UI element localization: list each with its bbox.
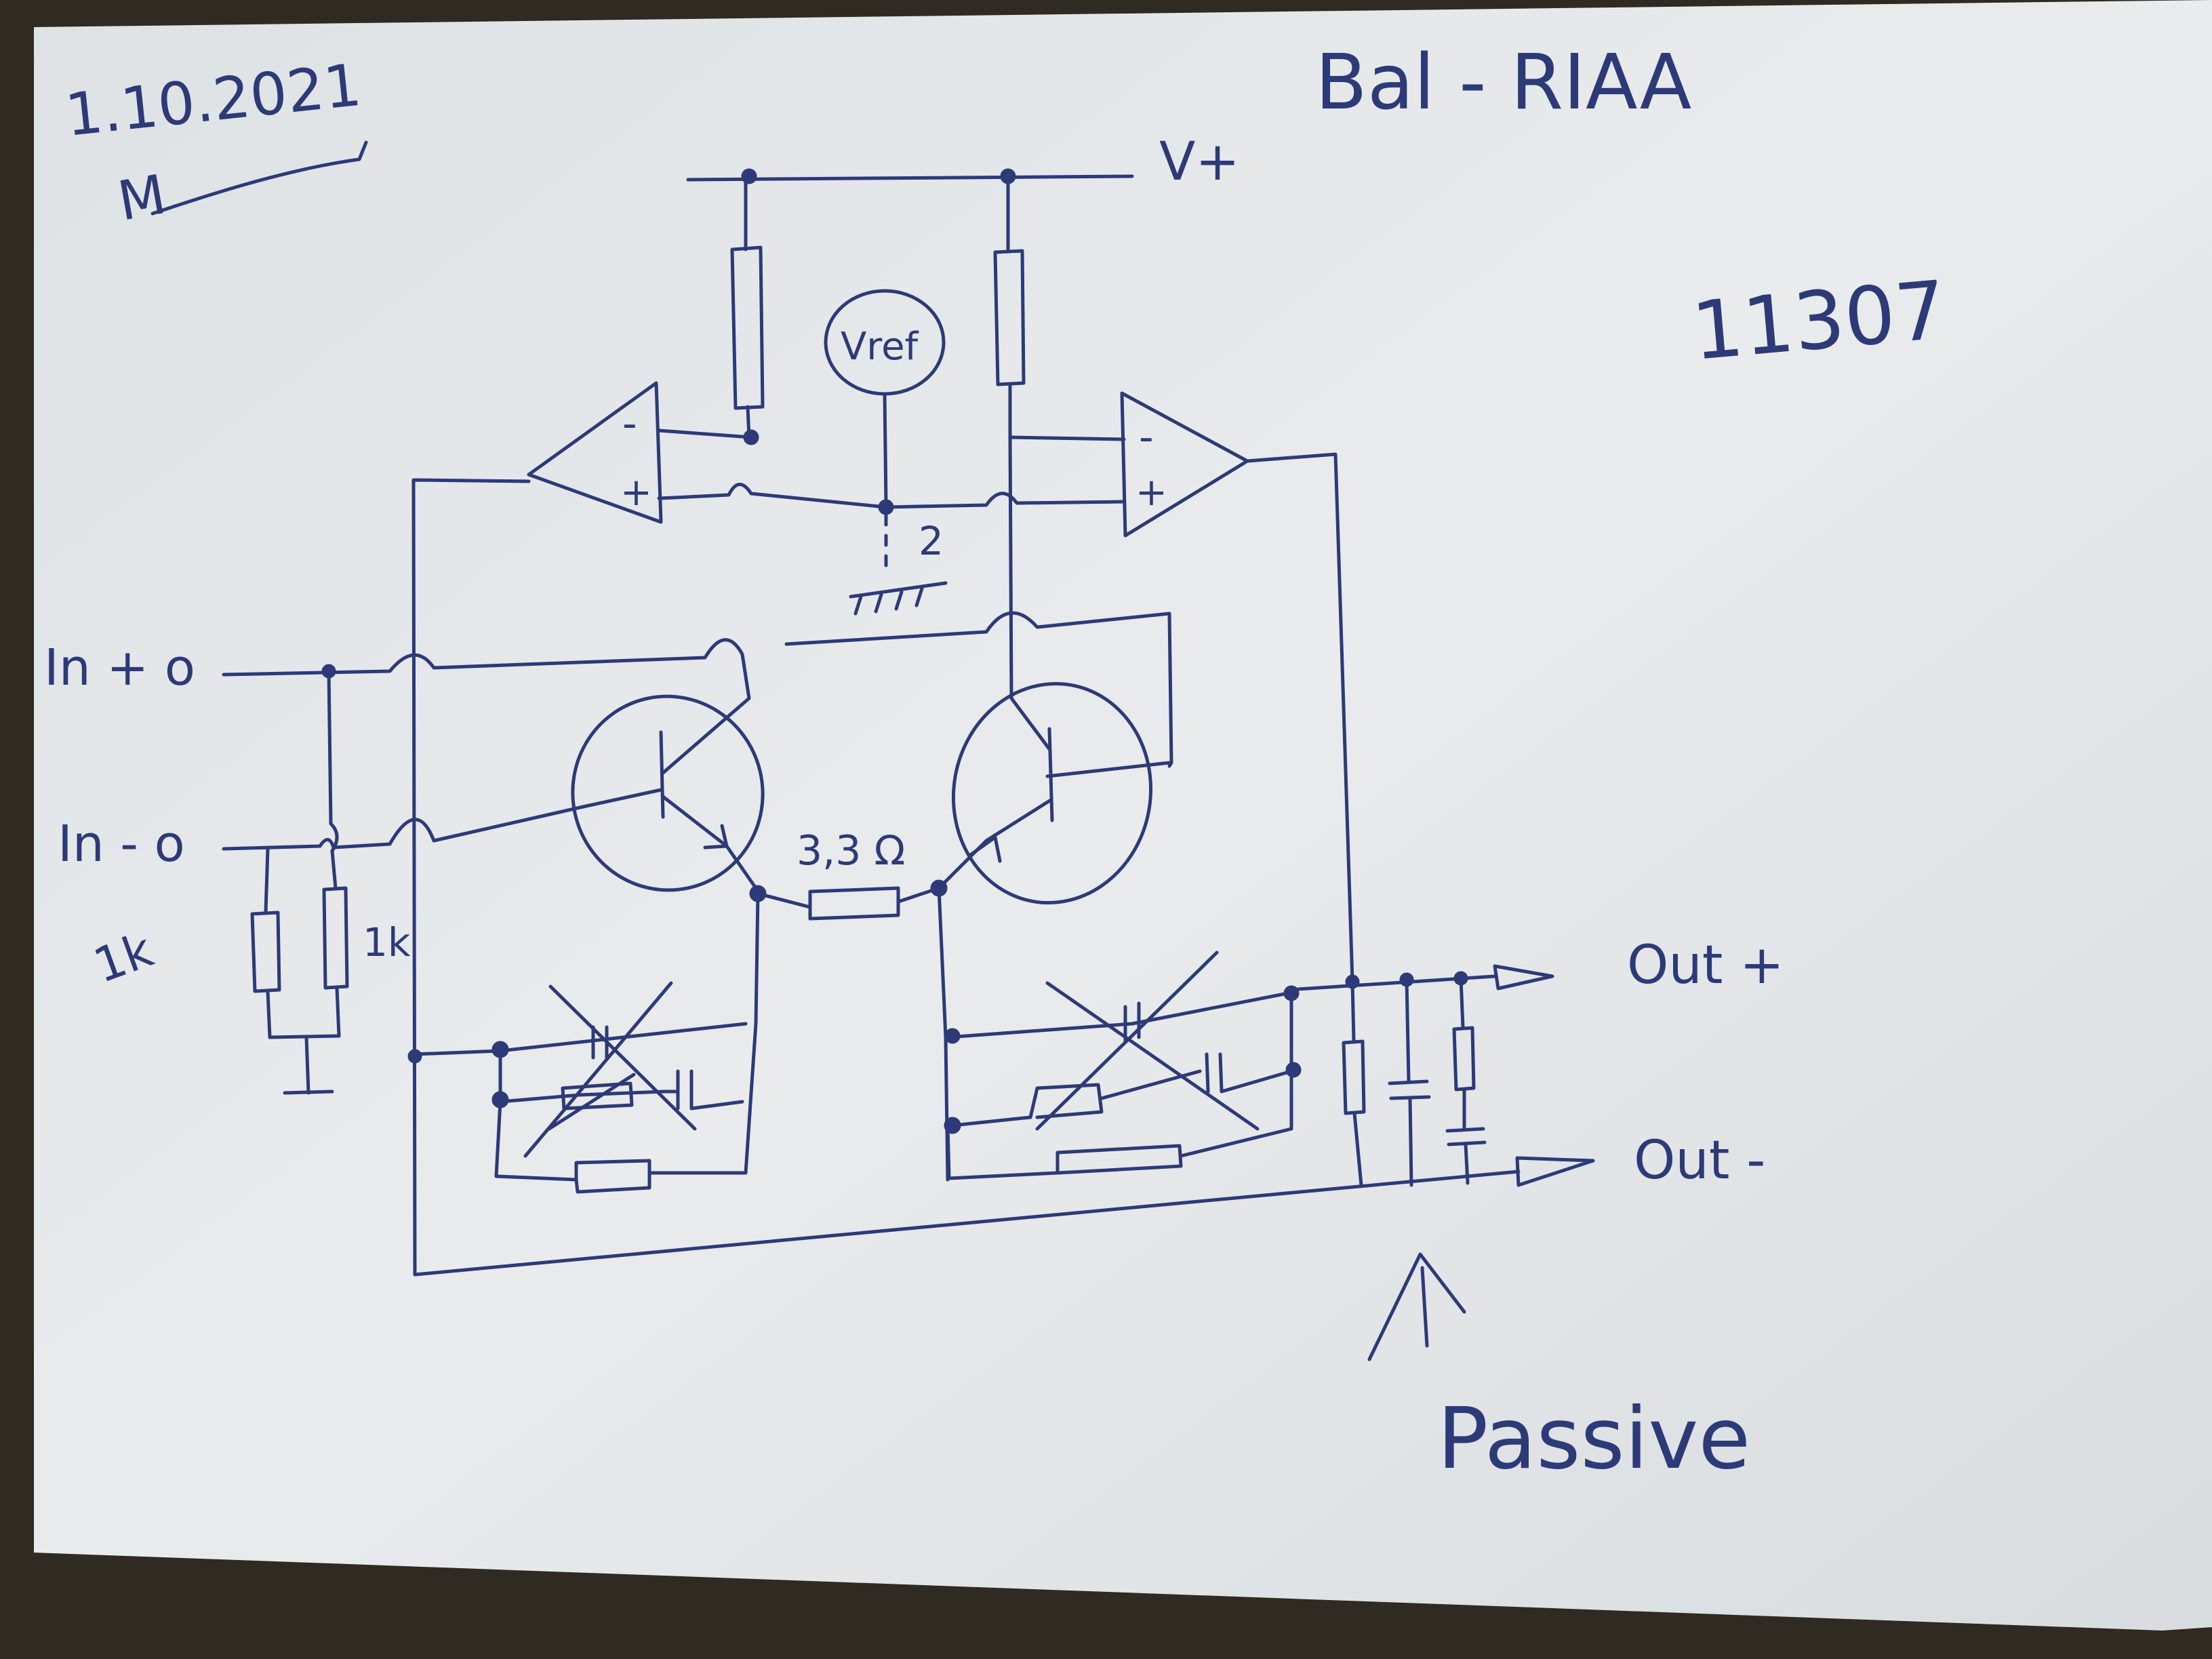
output-plus-label: Out + — [1627, 935, 1784, 996]
riaa-right-node-b — [944, 1117, 961, 1134]
opamp-right-noninv-wire — [884, 492, 1126, 509]
riaa-left-feed — [744, 892, 760, 1175]
opamp-left-minus: - — [622, 400, 637, 447]
transistor-left-base — [581, 730, 665, 819]
supply-label: V+ — [1159, 132, 1240, 193]
ground-symbol — [283, 1090, 334, 1095]
opamp-right — [1120, 391, 1249, 538]
opamp-right-inv-wire — [1008, 435, 1126, 441]
ink-drawing: 1.10.2021 M Bal - RIAA 11307 V+ Vref 2 -… — [44, 39, 1950, 1488]
riaa-left-pot — [547, 1073, 636, 1131]
sheet-title: Bal - RIAA — [1315, 39, 1691, 127]
transistor-left — [571, 694, 765, 892]
output-resistor-series — [1445, 976, 1487, 1185]
riaa-right-node-a — [944, 1028, 961, 1044]
riaa-left-cross — [523, 981, 697, 1158]
passive-arrow — [1367, 1252, 1466, 1361]
opamp-left — [527, 381, 663, 524]
riaa-right-cross — [1035, 951, 1260, 1131]
vref-label: Vref — [841, 325, 919, 369]
riaa-right-cap-top — [1123, 1001, 1141, 1043]
transistor-left-emitter — [661, 795, 758, 890]
output-minus-arrow — [1515, 1156, 1595, 1187]
paper-sheet — [34, 0, 2212, 1631]
output-plus-arrow — [1493, 964, 1554, 991]
input-plus-wire — [222, 638, 751, 700]
base-feedback-right — [784, 611, 1173, 768]
initials-signature: M — [113, 163, 170, 233]
riaa-left-node-b — [491, 1091, 509, 1108]
opamp-right-output — [1245, 452, 1354, 984]
opamp-left-inv-wire — [657, 428, 753, 439]
output-minus-label: Out - — [1634, 1130, 1765, 1191]
input-resistor-right — [322, 849, 349, 1038]
passive-note: Passive — [1437, 1390, 1750, 1488]
input-minus-wire — [222, 805, 585, 851]
reference-number: 11307 — [1688, 263, 1950, 378]
opamp-left-output — [411, 478, 531, 1277]
signature-stroke — [150, 140, 368, 216]
transistor-right — [951, 681, 1153, 905]
input-ground-wire — [268, 1034, 341, 1095]
riaa-right-node-d — [1285, 1062, 1302, 1078]
riaa-left-node-c — [407, 1049, 422, 1064]
input-tie-wire — [327, 669, 339, 853]
input-resistor-left — [250, 847, 281, 1039]
transistor-right-base — [1045, 727, 1171, 822]
output-capacitor — [1388, 978, 1431, 1187]
collector-resistor-right — [993, 174, 1026, 436]
output-resistor-shunt — [1342, 980, 1366, 1187]
transistor-right-emitter — [937, 798, 1053, 890]
opamp-right-minus: - — [1139, 414, 1154, 461]
opamp-right-plus: + — [1135, 471, 1167, 515]
vref-lead — [883, 392, 888, 507]
riaa-right-network — [946, 991, 1293, 1180]
transistor-right-collector — [1008, 432, 1051, 751]
emitter-resistor-value: 3,3 Ω — [797, 827, 905, 875]
emitter-resistor — [756, 886, 941, 921]
resistor-right-value: 1k — [363, 919, 411, 965]
input-minus-label: In - o — [58, 815, 185, 873]
opamp-left-noninv-wire — [657, 483, 888, 509]
input-plus-label: In + o — [44, 639, 195, 697]
transistor-left-collector — [661, 696, 751, 775]
supply-rail — [686, 174, 1134, 182]
riaa-left-node-a — [491, 1041, 509, 1058]
vref-divider-label: 2 — [919, 518, 944, 564]
opamp-left-plus: + — [620, 471, 652, 515]
output-minus-wire — [413, 1170, 1521, 1277]
ground-hatch-vref — [849, 581, 948, 616]
